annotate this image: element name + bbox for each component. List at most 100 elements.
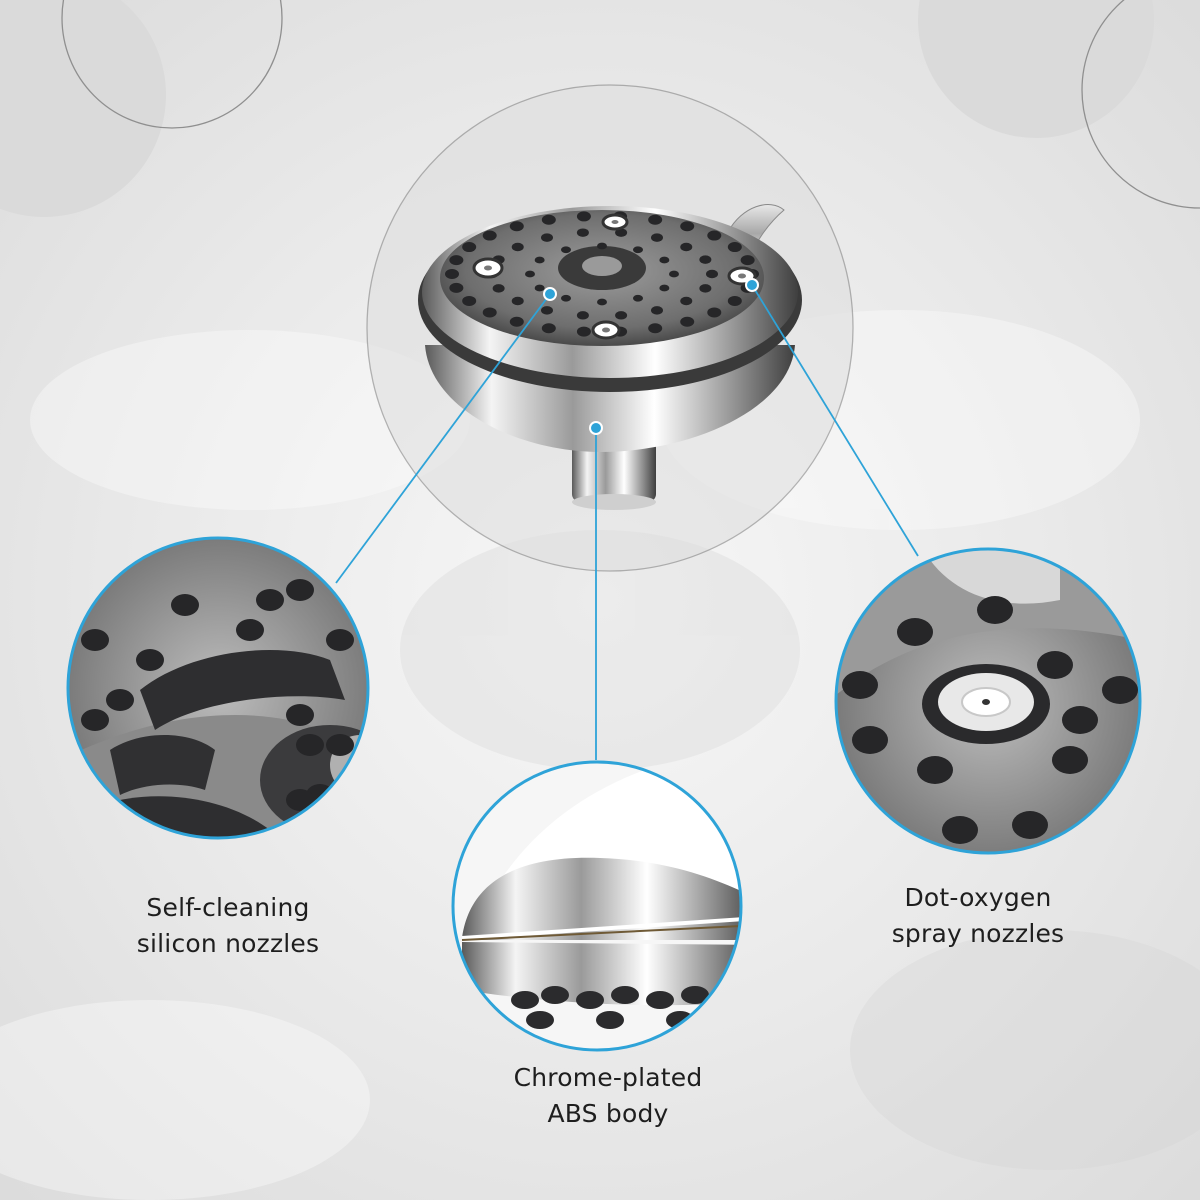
nozzle [541,233,553,242]
nozzle [707,307,722,318]
nozzle [576,311,589,320]
nozzle [917,756,953,784]
nozzle [81,629,109,651]
nozzle [449,282,464,293]
nozzle [541,323,556,334]
nozzle [699,284,712,293]
shower-head-product [418,204,802,510]
nozzle [445,269,459,279]
feature-label-line: spray nozzles [891,919,1065,948]
nozzle [727,242,742,253]
nozzle [526,1011,554,1029]
nozzle [511,242,524,252]
nozzle [286,579,314,601]
nozzle [942,816,978,844]
nozzle [615,228,628,237]
nozzle [651,306,663,315]
nozzle [286,789,314,811]
nozzle [541,214,556,225]
nozzle [576,228,589,237]
nozzle [680,242,693,252]
nozzle [597,298,607,306]
nozzle [659,284,670,292]
nozzle [534,256,545,264]
connector-lines [335,284,919,760]
nozzle [296,734,324,756]
nozzle [597,242,607,250]
feature-label-line: Self-cleaning [146,893,310,922]
nozzle [326,629,354,651]
nozzle [727,295,742,306]
nozzle [511,296,524,306]
nozzle [541,986,569,1004]
nozzle [576,211,591,222]
decor-ring-top-left [61,0,283,129]
nozzle [256,589,284,611]
nozzle [852,726,888,754]
nozzle [596,1011,624,1029]
nozzle [511,991,539,1009]
nozzle [236,619,264,641]
decor-circle-top-right [918,0,1154,138]
nozzle [509,221,524,232]
decor-circle-top-left [0,0,166,217]
nozzle [576,991,604,1009]
nozzle [1102,676,1138,704]
nozzle [740,255,755,266]
nozzle [462,295,477,306]
nozzle [561,246,571,254]
feature-label-spray: Dot-oxygen spray nozzles [858,880,1098,952]
nozzle [977,596,1013,624]
nozzle [680,296,693,306]
nozzle [482,230,497,241]
nozzle [680,316,695,327]
nozzle [81,709,109,731]
connector-dots [543,278,759,435]
decor-ring-top-right [1081,0,1200,209]
nozzle [646,991,674,1009]
ring-nozzles [472,213,757,340]
feature-label-body: Chrome-plated ABS body [478,1060,738,1132]
nozzle [136,649,164,671]
nozzle [525,270,535,278]
nozzle [462,242,477,253]
nozzle [534,284,545,292]
feature-label-line: ABS body [547,1099,669,1128]
nozzle [611,986,639,1004]
nozzle [576,326,591,337]
nozzle [106,689,134,711]
nozzle [326,734,354,756]
nozzle [449,255,464,266]
nozzle [1052,746,1088,774]
feature-label-line: Chrome-plated [513,1063,703,1092]
nozzle [699,255,712,264]
nozzle [633,246,643,254]
chrome-body-closeup [451,760,743,1052]
nozzle [633,294,643,302]
nozzle [1037,651,1073,679]
nozzle [1062,706,1098,734]
nozzle [706,269,718,279]
nozzle [897,618,933,646]
nozzle [541,306,553,315]
nozzle [492,284,505,293]
nozzle [171,594,199,616]
nozzle [842,671,878,699]
feature-label-line: silicon nozzles [136,929,320,958]
nozzle [615,311,628,320]
nozzle [681,986,709,1004]
nozzle [707,230,722,241]
nozzle [509,316,524,327]
nozzle [482,307,497,318]
nozzle [561,294,571,302]
feature-label-nozzles: Self-cleaning silicon nozzles [98,890,358,962]
nozzle [648,323,663,334]
nozzle [648,214,663,225]
nozzle [680,221,695,232]
nozzle [659,256,670,264]
nozzle [286,704,314,726]
spray-nozzle-closeup [834,547,1142,855]
nozzle [651,233,663,242]
nozzle [1012,811,1048,839]
